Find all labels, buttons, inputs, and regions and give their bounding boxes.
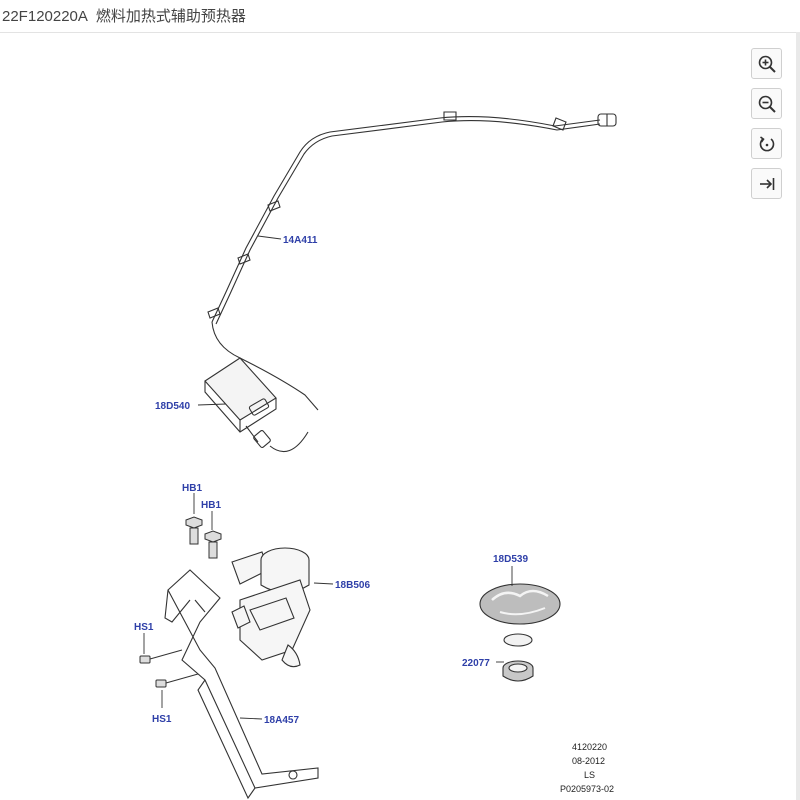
seal-drawing [502, 633, 534, 682]
callout-bolt-2[interactable]: HB1 [201, 500, 221, 511]
screws-hs1 [139, 649, 199, 688]
footer-line-3: LS [584, 770, 595, 780]
part-code: 22F120220A [2, 8, 88, 25]
arrow-to-edge-icon [759, 177, 774, 190]
footer-line-4: P0205973-02 [560, 784, 614, 794]
part-title: 燃料加热式辅助预热器 [95, 8, 246, 25]
rotate-reset-icon [759, 135, 774, 151]
callout-screw-2[interactable]: HS1 [152, 714, 172, 725]
heater-pump-drawing [231, 547, 311, 668]
callout-heater-pump[interactable]: 18B506 [335, 580, 370, 591]
callout-cap[interactable]: 18D539 [493, 554, 528, 565]
parts-diagram: 14A411 18D540 HB1 HB1 18B506 HS1 HS1 18A… [134, 111, 617, 800]
hose-assembly [207, 111, 617, 411]
callout-bolt-1[interactable]: HB1 [182, 483, 202, 494]
footer-line-1: 4120220 [572, 742, 607, 752]
fit-view-button[interactable] [751, 168, 782, 199]
bracket-drawing [164, 569, 319, 800]
zoom-toolbar [751, 48, 783, 208]
callout-hose[interactable]: 14A411 [283, 235, 318, 246]
control-module-drawing [204, 357, 309, 453]
callout-control-module[interactable]: 18D540 [155, 401, 190, 412]
leader-lines [143, 235, 513, 720]
callout-bracket[interactable]: 18A457 [264, 715, 299, 726]
callout-screw-1[interactable]: HS1 [134, 622, 154, 633]
page-title: 22F120220A 燃料加热式辅助预热器 [2, 5, 254, 26]
title-bar: 22F120220A 燃料加热式辅助预热器 [0, 0, 800, 33]
cap-drawing [479, 583, 561, 625]
zoom-in-icon [758, 55, 776, 73]
zoom-in-button[interactable] [751, 48, 782, 79]
zoom-out-button[interactable] [751, 88, 782, 119]
reset-view-button[interactable] [751, 128, 782, 159]
bolts-hb1 [185, 516, 222, 559]
zoom-out-icon [758, 95, 776, 113]
callout-seal[interactable]: 22077 [462, 658, 490, 669]
scrollbar-track[interactable] [796, 32, 800, 800]
footer-line-2: 08-2012 [572, 756, 605, 766]
